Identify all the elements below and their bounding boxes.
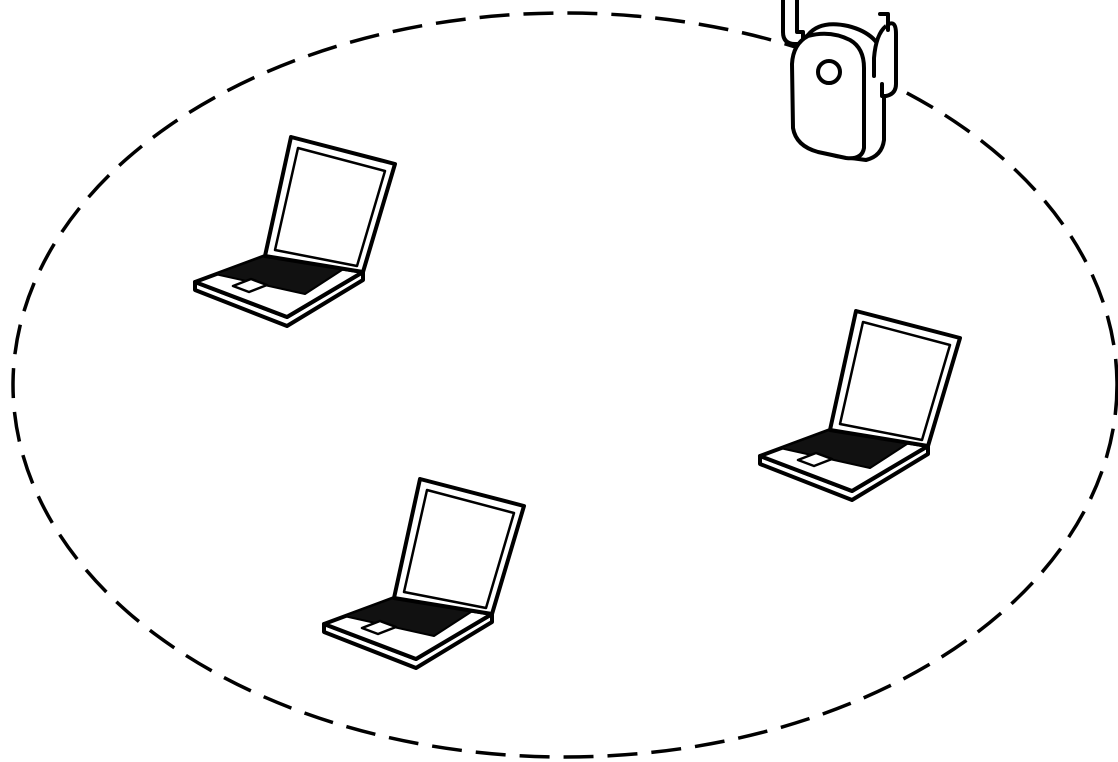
wireless-access-point-icon [783, 0, 896, 160]
coverage-area-boundary [13, 13, 1117, 757]
laptop-icon [324, 479, 524, 668]
laptop-icon [760, 311, 960, 500]
laptop-icon [195, 137, 395, 326]
